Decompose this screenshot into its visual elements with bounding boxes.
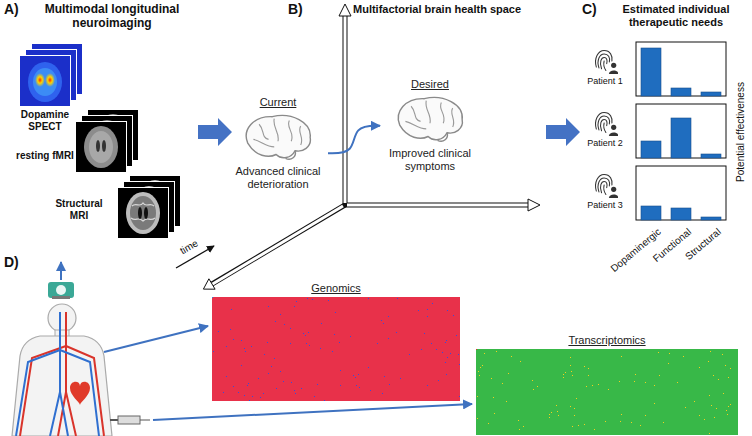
omics-matrix (212, 297, 460, 401)
scan-arrow (60, 262, 62, 280)
syringe (110, 419, 118, 421)
human-body (59, 312, 61, 392)
syringe (110, 416, 150, 424)
axis-label: time (178, 237, 200, 256)
axes-3d (347, 204, 530, 207)
human-body (70, 382, 90, 405)
fmri-stack (75, 109, 139, 173)
scanner-icon (56, 285, 66, 295)
fingerprint-icon (596, 51, 619, 74)
omics-matrix (476, 349, 738, 435)
scanner-icon (52, 296, 70, 299)
panel-title: Estimated individual therapeutic needs (604, 3, 748, 28)
brain-illustration (398, 98, 462, 142)
axis-label: Potential effectiveness (735, 82, 747, 182)
structural-mri-stack (117, 175, 181, 239)
modality-label: resting fMRI (16, 150, 74, 162)
modality-label: Dopamine SPECT (16, 109, 74, 132)
panel-title: Multifactorial brain health space (353, 3, 521, 16)
panel-arrow (198, 118, 232, 146)
brain-illustration (392, 93, 468, 145)
panel-letter: D) (4, 254, 19, 270)
brain-illustration (240, 111, 316, 163)
syringe (118, 416, 140, 424)
bar-chart (701, 154, 721, 158)
panel-arrow (546, 118, 580, 146)
bar-chart (701, 92, 721, 96)
axes-3d (211, 206, 343, 285)
axes-3d (212, 15, 529, 284)
patient-label: Patient 1 (583, 76, 627, 86)
bar-chart (641, 48, 661, 96)
spect-stack (20, 56, 70, 106)
fmri-stack (75, 121, 127, 173)
bar-chart (701, 217, 721, 220)
scanner-icon (48, 282, 74, 298)
axes-3d (203, 279, 215, 289)
human-body (48, 304, 76, 332)
bar-chart (671, 208, 691, 220)
axes-3d (343, 15, 348, 205)
bar-chart (671, 88, 691, 96)
human-body (12, 304, 112, 436)
axes-3d (344, 14, 347, 203)
bar-chart (636, 104, 726, 158)
bar-chart (636, 42, 726, 220)
fingerprint-icon (596, 113, 619, 136)
patient-label: Patient 2 (583, 138, 627, 148)
omics-heatmap: Transcriptomics (476, 334, 738, 436)
axes-3d (339, 4, 351, 16)
axes-3d (203, 4, 540, 289)
human-body (16, 312, 99, 436)
omics-heatmap: Genomics (212, 282, 460, 403)
human-body (20, 312, 104, 436)
brain-state: CurrentAdvanced clinical deterioration (228, 96, 328, 192)
panel-letter: C) (582, 1, 597, 17)
syringe (140, 420, 150, 421)
node-text: Advanced clinical deterioration (228, 165, 328, 191)
structural-mri-stack (117, 187, 169, 239)
panel-title: Multimodal longitudinal neuroimaging (22, 3, 202, 31)
brain-illustration (246, 116, 310, 160)
axes-3d (345, 203, 529, 208)
bar-chart (671, 118, 691, 158)
node-text: Improved clinical symptoms (380, 147, 480, 173)
panel-letter: B) (288, 1, 303, 17)
axes-3d (528, 199, 540, 211)
bar-chart (641, 206, 661, 220)
axes-3d (211, 14, 530, 285)
axes-3d (212, 205, 345, 284)
human-body (50, 392, 68, 436)
modality-label: Structural MRI (48, 198, 110, 221)
fmri-stack (76, 122, 126, 172)
node-heading: Genomics (212, 282, 460, 295)
fingerprint-icon (596, 51, 619, 198)
brain-state: DesiredImproved clinical symptoms (380, 78, 480, 174)
node-heading: Current (228, 96, 328, 109)
spect-stack (19, 43, 83, 107)
patient-label: Patient 3 (583, 200, 627, 210)
fingerprint-icon (596, 175, 619, 198)
scanner-icon (48, 282, 74, 299)
sample-arrow (104, 326, 208, 352)
node-heading: Transcriptomics (476, 334, 738, 347)
bar-chart (636, 166, 726, 220)
bar-chart (636, 42, 726, 96)
structural-mri-stack (118, 188, 168, 238)
sample-arrow (153, 404, 472, 420)
node-heading: Desired (380, 78, 480, 91)
human-body (12, 336, 112, 436)
trajectory-arrow (328, 126, 380, 154)
panel-letter: A) (4, 1, 19, 17)
spect-stack (19, 55, 71, 107)
bar-chart (641, 141, 661, 158)
